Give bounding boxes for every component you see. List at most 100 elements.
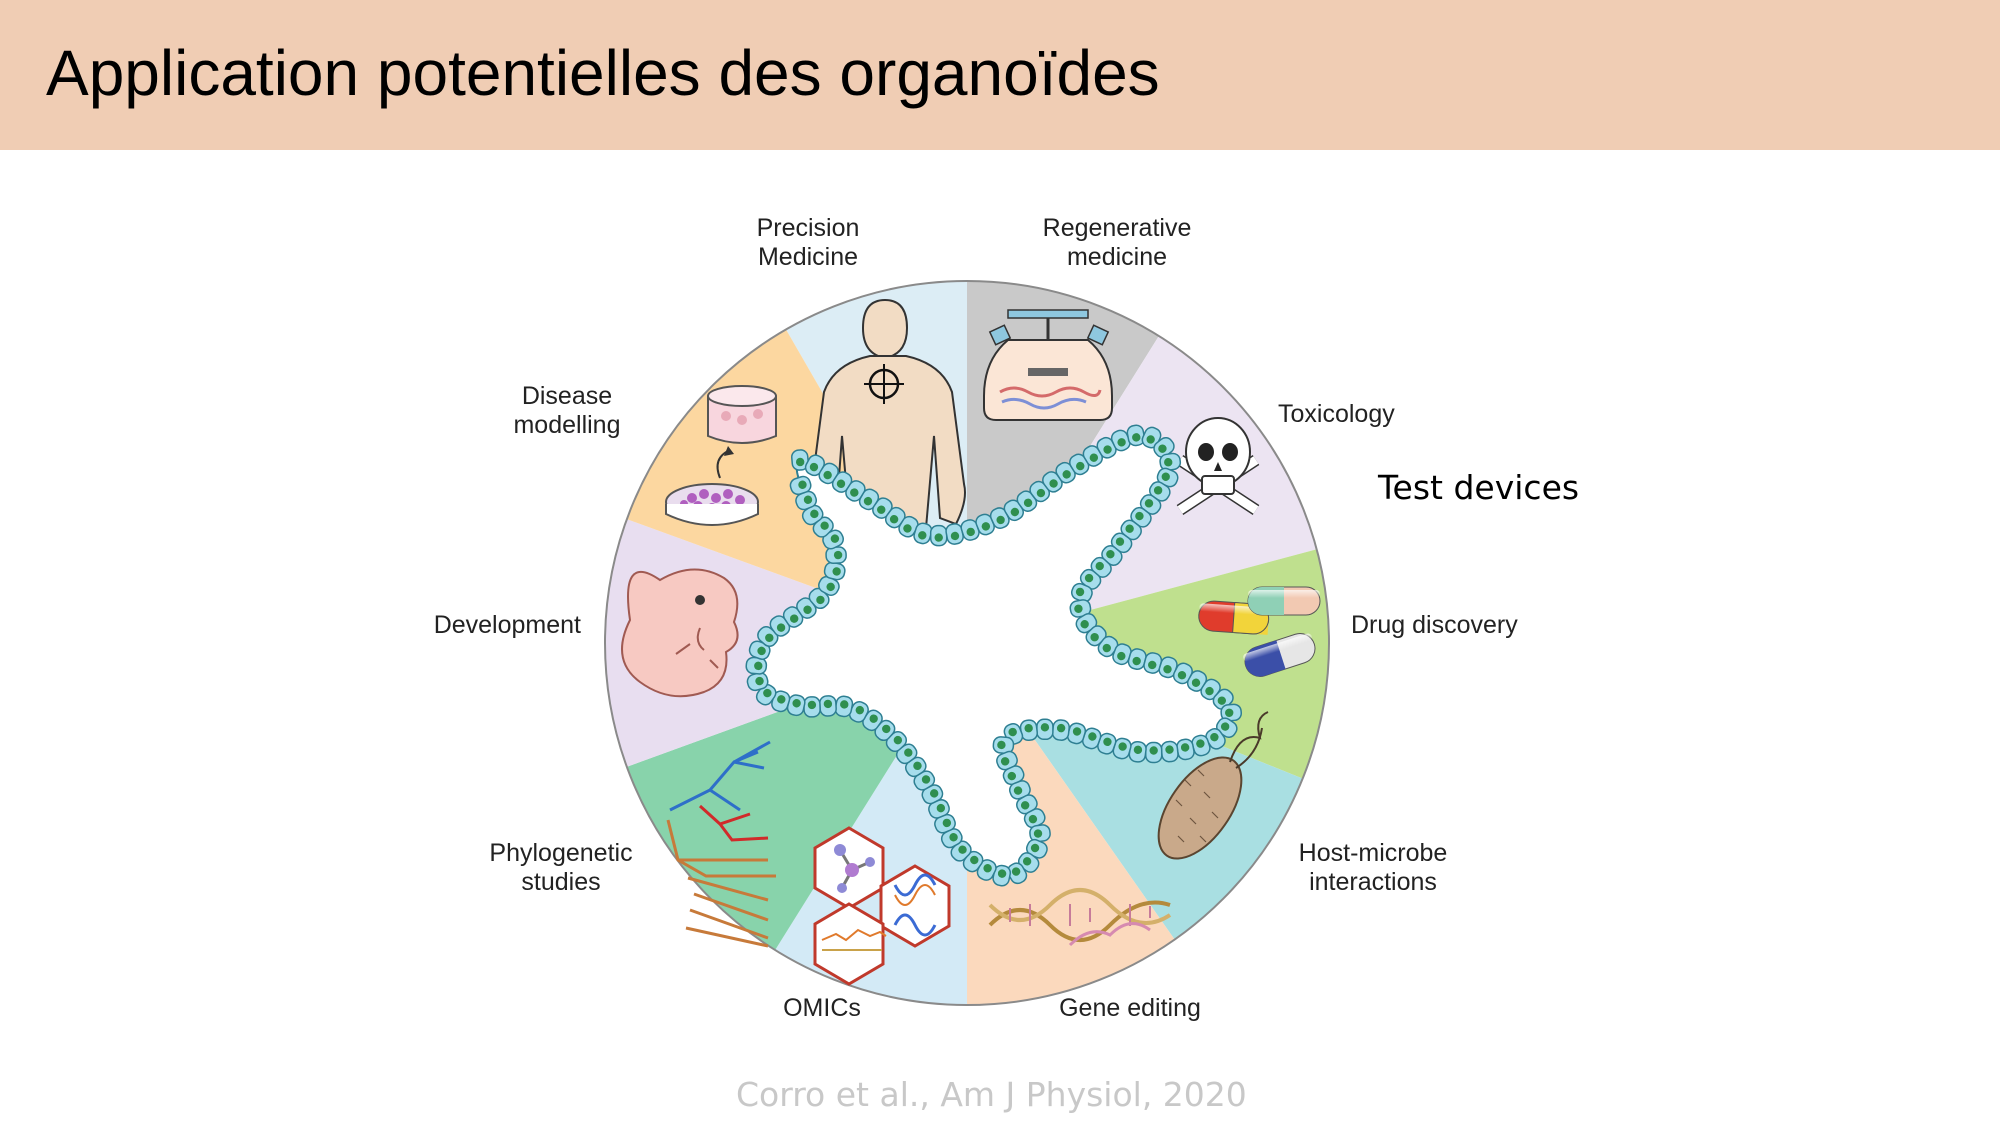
epithelial-cell	[950, 840, 972, 862]
epithelial-cell	[1112, 737, 1132, 760]
label-line: Medicine	[758, 243, 858, 271]
epithelial-cell	[1002, 765, 1025, 786]
phylogenetic-tree-icon	[666, 740, 776, 948]
epithelial-cell	[1097, 635, 1119, 658]
epithelial-cell	[1082, 445, 1103, 467]
epithelial-cell	[1079, 568, 1102, 590]
epithelial-cell	[789, 475, 812, 496]
label-line: OMICs	[783, 994, 861, 1022]
epithelial-cell	[1127, 648, 1147, 671]
label-line: medicine	[1067, 243, 1167, 271]
epithelial-cell	[1023, 808, 1046, 829]
epithelial-cell	[1176, 738, 1195, 761]
epithelial-cell	[1055, 461, 1076, 484]
epithelial-cell	[845, 480, 866, 502]
epithelial-cell	[1172, 662, 1193, 685]
label-line: Drug discovery	[1351, 611, 1518, 639]
epithelial-cell	[989, 507, 1010, 529]
petri-dish-icon	[665, 483, 759, 526]
epithelial-cell	[1042, 471, 1063, 493]
epithelial-cell	[1110, 429, 1131, 452]
epithelial-cell	[1159, 452, 1182, 472]
label-line: Gene editing	[1059, 994, 1201, 1022]
epithelial-cell	[1029, 824, 1051, 843]
epithelial-cell	[791, 449, 809, 471]
organoid-epithelium	[745, 424, 1243, 887]
epithelial-cell	[940, 828, 963, 849]
epithelial-cell	[1205, 728, 1226, 750]
epithelial-cell	[1075, 613, 1098, 634]
epithelial-cell	[1143, 652, 1163, 674]
epithelial-cell	[819, 695, 837, 717]
epithelial-cell	[1216, 717, 1238, 738]
epithelial-cell	[834, 695, 854, 718]
epithelial-cell	[1120, 519, 1142, 541]
dna-icon	[988, 888, 1172, 947]
label-development: Development	[434, 611, 581, 639]
label-line: Development	[434, 611, 581, 639]
epithelial-cell	[872, 497, 893, 519]
bioreactor-icon	[983, 309, 1113, 421]
label-gene: Gene editing	[1059, 994, 1201, 1022]
epithelial-cell	[746, 672, 769, 692]
epithelial-cell	[1082, 727, 1102, 750]
skull-icon	[1176, 417, 1260, 516]
label-line: interactions	[1309, 868, 1437, 896]
epithelial-cell	[929, 524, 948, 547]
epithelial-cell	[921, 784, 944, 805]
wheel-outline	[604, 280, 1330, 1006]
title-bar: Application potentielles des organoïdes	[0, 0, 2000, 150]
label-line: Toxicology	[1278, 400, 1395, 428]
epithelial-cell	[1110, 532, 1133, 554]
epithelial-cell	[1066, 722, 1087, 745]
embryo-icon	[621, 568, 739, 698]
bacterium-icon	[1157, 711, 1269, 860]
epithelial-cell	[745, 656, 768, 675]
epithelial-cell	[1220, 703, 1243, 722]
epithelial-cell	[960, 519, 980, 541]
label-line: modelling	[513, 411, 620, 439]
epithelial-cell	[831, 471, 853, 493]
human-body-icon	[810, 298, 966, 589]
label-toxicology: Toxicology	[1278, 400, 1395, 428]
label-line: Disease	[522, 382, 612, 410]
epithelial-cell	[825, 546, 847, 564]
epithelial-cell	[803, 696, 821, 718]
epithelial-cell	[1026, 838, 1048, 859]
test-devices-note: Test devices	[1378, 468, 1580, 507]
epithelial-cell	[748, 640, 771, 660]
epithelial-cell	[769, 615, 791, 637]
label-line: Regenerative	[1043, 214, 1192, 242]
slide-title: Application potentielles des organoïdes	[46, 37, 1160, 109]
epithelial-cell	[757, 626, 779, 647]
epithelial-cell	[808, 587, 830, 610]
epithelial-cell	[975, 513, 995, 536]
epithelial-cell	[913, 522, 933, 545]
epithelial-cell	[1036, 718, 1054, 741]
epithelial-cell	[1130, 506, 1152, 528]
label-line: Precision	[757, 214, 860, 242]
epithelial-cell	[885, 730, 908, 753]
epithelial-cell	[1016, 794, 1038, 815]
molecule-icon	[821, 844, 937, 951]
epithelial-cell	[822, 529, 844, 550]
epithelial-cell	[1051, 719, 1070, 741]
epithelial-cell	[1148, 481, 1171, 502]
epithelial-cell	[795, 490, 818, 511]
epithelial-cell	[1070, 582, 1093, 603]
epithelial-cell	[1090, 556, 1112, 578]
label-line: Phylogenetic	[489, 839, 632, 867]
epithelial-cell	[945, 523, 964, 545]
epithelial-cell	[1029, 480, 1051, 503]
epithelial-cell	[1019, 719, 1039, 742]
epithelial-cell	[1160, 740, 1179, 763]
epithelial-cell	[996, 750, 1018, 771]
epithelial-cell	[1156, 467, 1179, 488]
epithelial-cell	[1069, 599, 1092, 618]
epithelial-cell	[992, 736, 1015, 755]
epithelial-cell	[1085, 625, 1107, 647]
